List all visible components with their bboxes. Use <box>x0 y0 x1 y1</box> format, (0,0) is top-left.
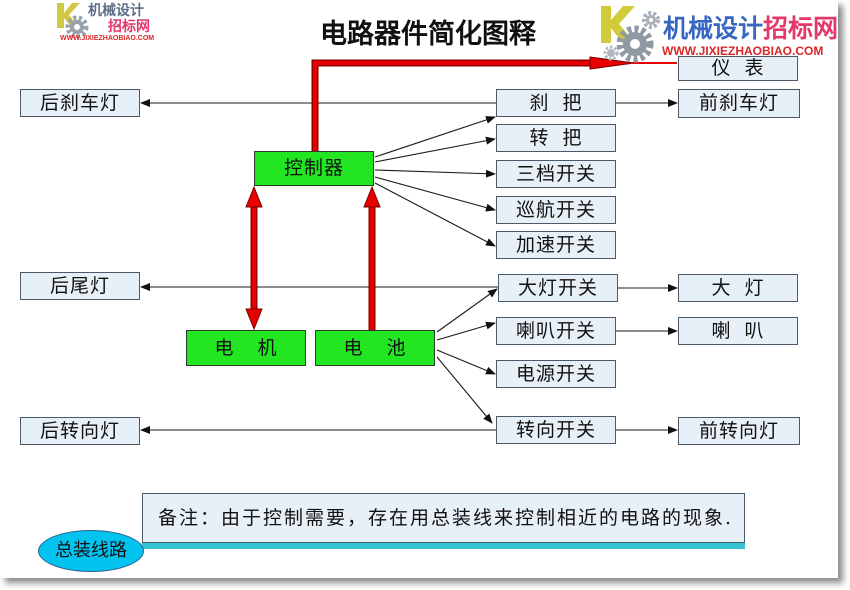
gear-logo-icon-large <box>601 6 660 63</box>
note-text: 备注：由于控制需要，存在用总装线来控制相近的电路的现象. <box>158 507 734 529</box>
legend-ellipse: 总装线路 <box>38 530 144 572</box>
node-front-brake-light: 前刹车灯 <box>678 89 800 118</box>
node-headlight-switch: 大灯开关 <box>498 274 618 302</box>
watermark-left-line2: 招标网 <box>108 19 150 35</box>
diagram-title: 电路器件简化图释 <box>320 19 536 50</box>
node-horn: 喇 叭 <box>678 317 798 345</box>
node-three-speed-switch: 三档开关 <box>496 160 616 188</box>
node-horn-switch: 喇叭开关 <box>496 317 616 345</box>
gear-logo-icon <box>57 3 89 39</box>
node-brake-lever: 刹 把 <box>496 89 616 117</box>
node-instrument: 仪 表 <box>678 56 798 81</box>
note-underline-bar <box>142 543 745 549</box>
node-rear-turn-light: 后转向灯 <box>20 417 140 445</box>
node-cruise-switch: 巡航开关 <box>496 196 616 224</box>
node-rear-brake-light: 后刹车灯 <box>20 89 140 117</box>
watermark-left-url: WWW.JIXIEZHAOBIAO.COM <box>60 35 155 42</box>
node-throttle: 转 把 <box>496 124 616 152</box>
watermark-right-brand-a: 机械设计 <box>663 14 764 43</box>
node-battery: 电 池 <box>315 330 435 366</box>
node-accel-switch: 加速开关 <box>496 231 616 259</box>
watermark-right-brand-b: 招标网 <box>763 14 839 43</box>
node-controller: 控制器 <box>254 151 374 186</box>
node-turn-switch: 转向开关 <box>496 416 616 444</box>
node-headlight: 大 灯 <box>678 274 798 302</box>
watermark-right-brand: 机械设计招标网 <box>663 9 838 45</box>
node-power-switch: 电源开关 <box>496 360 616 388</box>
watermark-right-url: WWW.JIXIEZHAOBIAO.COM <box>662 44 824 58</box>
node-front-turn-light: 前转向灯 <box>678 417 800 445</box>
note-box: 备注：由于控制需要，存在用总装线来控制相近的电路的现象. <box>142 493 745 543</box>
node-tail-light: 后尾灯 <box>20 272 140 300</box>
node-motor: 电 机 <box>186 330 306 366</box>
watermark-left-line1: 机械设计 <box>88 3 144 19</box>
